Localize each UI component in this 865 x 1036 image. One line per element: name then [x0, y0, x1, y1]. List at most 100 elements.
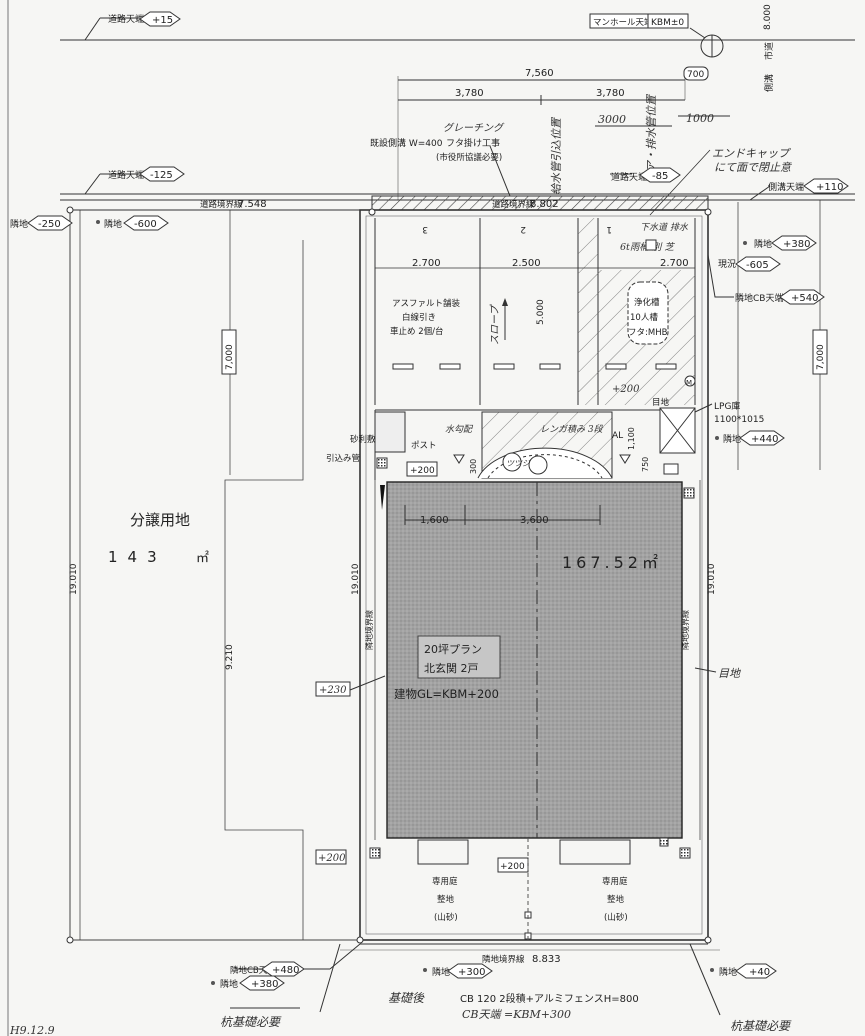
- lot-area: 143: [108, 548, 167, 566]
- current-605: -605: [746, 260, 769, 271]
- neighbor-left2-label: 隣地: [104, 218, 122, 230]
- gutter-top-right-value: +110: [816, 182, 843, 193]
- end-cap-note-1: エンドキャップ: [712, 147, 791, 160]
- lot-for-sale: 隣地 -250 隣地 -600 分譲用地 143 ㎡ 7,000 19.010 …: [10, 206, 360, 944]
- road-top-mid-value: -85: [652, 171, 668, 182]
- dim-700: 700: [687, 70, 704, 80]
- parking-eye-joint: 目地: [652, 397, 670, 408]
- neighbor-380-value: +380: [783, 239, 810, 250]
- garden-plus200-mid: +200: [500, 862, 525, 872]
- entrance-750: 750: [641, 457, 650, 472]
- bottom-nb40-value: +40: [749, 967, 770, 978]
- slope-label: スロープ: [489, 304, 501, 345]
- neighbor-left-label: 隣地: [10, 218, 28, 230]
- garden-label-right: 専用庭: [602, 876, 628, 887]
- gutter-labels: 既設側溝 W=400 グレーチング フタ掛け工事 (市役所協議必要) 道路天端 …: [370, 122, 849, 201]
- fence-spec: CB 120 2段積+アルミフェンスH=800: [460, 992, 639, 1005]
- drain-note-2: 下水道 排水: [640, 222, 689, 233]
- gutter-top-right-label: 側溝天端: [768, 181, 804, 193]
- left-setback: 19.010 隣地境界線 +230: [315, 480, 386, 840]
- septic-capacity: 10人槽: [630, 312, 658, 323]
- road-top-left-label: 道路天端: [108, 13, 144, 25]
- foundation-note: 基礎後: [388, 991, 425, 1005]
- bottom-cb-value: +480: [272, 965, 299, 976]
- building-entrance: 北玄関 2戸: [424, 661, 479, 675]
- bottom-nb300-value: +300: [458, 967, 485, 978]
- road-top-left2-value: -125: [150, 170, 173, 181]
- lot-label: 分譲用地: [130, 511, 190, 529]
- grating-label: グレーチング: [443, 122, 505, 134]
- drain-position: ア・排水管位置: [645, 93, 658, 172]
- bottom-cb-label: 隣地CB天端: [230, 965, 276, 976]
- site-boundary: [356, 208, 712, 944]
- garden-sand-left: (山砂): [434, 912, 458, 923]
- parking-area: 3 2 1 2.700 2.500 2.700 アスファルト舗装 白線引き 車止…: [374, 218, 696, 411]
- depth-19010: 19.010: [69, 563, 79, 595]
- garden-label-left: 専用庭: [432, 876, 458, 887]
- right-boundary-label: 隣地境界線: [680, 610, 690, 650]
- garden-level-right: 整地: [607, 894, 625, 905]
- building-footprint: 1,600 3,600 167.52㎡ 20坪プラン 北玄関 2戸 建物GL=K…: [380, 481, 695, 839]
- garden-sand-right: (山砂): [604, 912, 628, 923]
- neighbor-380-label: 隣地: [754, 238, 772, 250]
- left-length-19010: 19.010: [351, 563, 361, 595]
- water-slope-label: 水勾配: [445, 424, 474, 435]
- bottom-boundary-length: 8.833: [532, 954, 561, 965]
- cb-top-spec: CB天端 =KBM+300: [462, 1008, 571, 1021]
- road-width-8000: 8.000: [763, 4, 773, 30]
- city-road-top: 道路天端 +15 マンホール天端 KBM±0 8.000 市道 側溝: [60, 4, 855, 92]
- current-label: 現況: [718, 259, 736, 270]
- building-plan: 20坪プラン: [424, 643, 482, 656]
- right-side-labels: 隣地 +380 現況 -605 隣地CB天端 +540 7,000 LPG庫 1…: [659, 200, 828, 840]
- city-approval-label: (市役所協議必要): [436, 152, 502, 163]
- date-note: H9.12.9: [9, 1024, 55, 1036]
- dim-half-left: 3,780: [455, 88, 484, 99]
- cb-540-label: 隣地CB天端: [735, 292, 783, 304]
- garden-plus200-left: +200: [318, 853, 346, 864]
- dim-3000: 3000: [598, 113, 626, 126]
- neighbor-left-value: -250: [38, 219, 61, 230]
- road-top-mid-label: 道路天端: [611, 171, 647, 183]
- building-dim-3600: 3,600: [520, 515, 549, 526]
- pile-note-right: 杭基礎必要: [730, 1019, 792, 1033]
- road-boundary-mid-length: 8.802: [530, 199, 559, 210]
- parking-slot-3: 3: [422, 224, 428, 234]
- entrance-area: 砂利敷 ポスト +200 引込み管 300 ツツジ レンガ積み 3段 水勾配 A…: [326, 410, 679, 480]
- parking-width-2500: 2.500: [512, 258, 541, 269]
- bottom-nb40-label: 隣地: [719, 966, 737, 978]
- building-gl: 建物GL=KBM+200: [394, 687, 499, 701]
- parking-plus200: +200: [612, 384, 640, 395]
- garden-area: +200 +200 専用庭 整地 (山砂) 専用庭 整地 (山砂): [315, 837, 691, 940]
- service-pipe-label: 引込み管: [326, 453, 360, 464]
- lpg-size: 1100*1015: [714, 415, 764, 425]
- water-supply-position: 給水管引込位置: [550, 116, 563, 195]
- parking-width-2700: 2.700: [412, 258, 441, 269]
- gutter-side-label: 側溝: [763, 74, 775, 92]
- parking-slot-1: 1: [606, 224, 612, 234]
- gravel-label: 砂利敷: [350, 434, 376, 445]
- neighbor-left2-value: -600: [134, 219, 157, 230]
- left-plus230: +230: [319, 685, 347, 696]
- meter-m: M: [686, 379, 692, 387]
- parking-width-2700b: 2.700: [660, 258, 689, 269]
- depth-7000: 7,000: [225, 344, 235, 370]
- building-dim-1600: 1,600: [420, 515, 449, 526]
- cb-540-value: +540: [791, 293, 818, 304]
- lot-area-unit: ㎡: [196, 551, 209, 566]
- entrance-1100: 1,100: [627, 427, 636, 450]
- dim-half-right: 3,780: [596, 88, 625, 99]
- entrance-300: 300: [469, 459, 478, 474]
- road-boundary-left-label: 道路境界線: [200, 199, 243, 210]
- neighbor-440-value: +440: [751, 434, 778, 445]
- parking-slot-2: 2: [520, 224, 526, 234]
- right-eye-joint: 目地: [718, 667, 741, 680]
- garden-level-left: 整地: [437, 894, 455, 905]
- azalea-1: ツツジ: [506, 459, 531, 468]
- manhole-label: マンホール天端: [593, 17, 653, 28]
- bottom-neighbor-label: 隣地: [220, 978, 238, 990]
- depth-9210: 9.210: [225, 644, 235, 670]
- bottom-neighbor-value: +380: [251, 979, 278, 990]
- road-top-left2-label: 道路天端: [108, 169, 144, 181]
